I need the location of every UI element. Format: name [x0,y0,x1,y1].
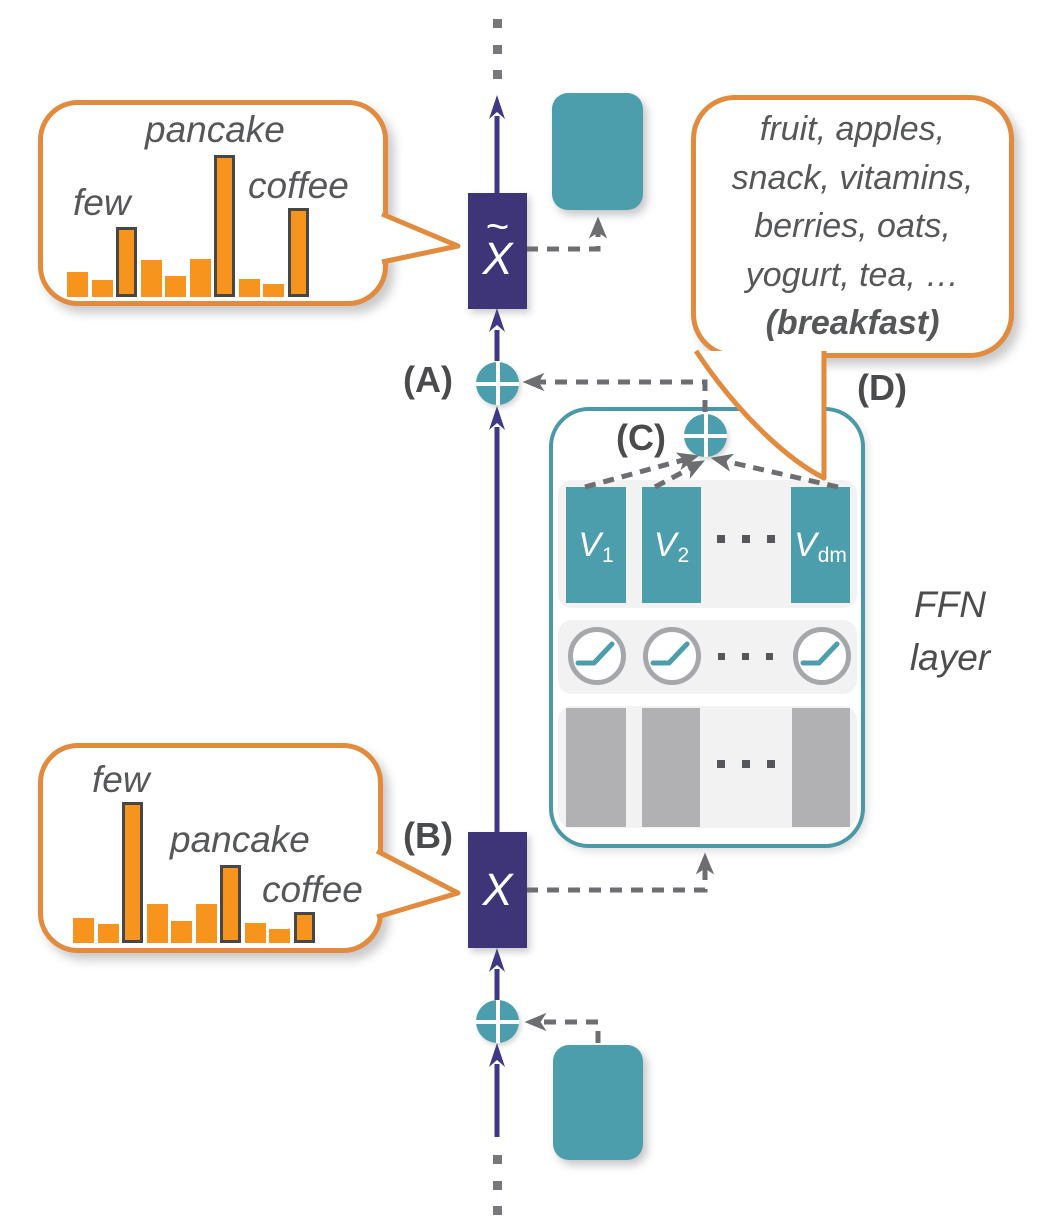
label-a: (A) [403,359,453,400]
x-tilde-box: ~ X [468,193,527,309]
ffn-words-text: fruit, apples, snack, vitamins, berries,… [696,100,1009,353]
bubble-tail-output [381,211,461,265]
speech-bubble-output-distribution: few pancake coffee [38,100,388,306]
ellipsis-dots [718,653,773,660]
bar [97,924,119,943]
v1-label: V [578,525,601,564]
dashed-connector-block-to-add [524,1012,601,1043]
dashed-connector-xtilde-to-block [526,216,608,252]
bar [165,276,186,297]
bar-chart-output [67,155,309,297]
bar-coffee [293,912,315,943]
bar-few [122,802,143,943]
speech-bubble-input-distribution: few pancake coffee [38,743,383,953]
word-label-few: few [73,182,131,223]
word-label-pancake: pancake [170,819,310,860]
activation-circle [643,627,701,685]
dashed-connector-x-to-ffn [526,852,715,893]
speech-bubble-ffn-words: fruit, apples, snack, vitamins, berries,… [691,95,1014,358]
bar-coffee [287,208,309,297]
x-box: X [468,832,527,948]
ffn-caption-line2: layer [909,637,991,678]
bar-pancake [220,865,241,943]
bar-pancake [214,155,235,297]
v2-label: V [653,525,677,564]
bar [67,272,88,297]
label-b: (B) [403,815,453,856]
ffn-words-line2: snack, vitamins, [731,158,974,197]
key-vector-column [566,708,626,827]
word-label-coffee: coffee [262,869,363,910]
activation-circle [568,627,626,685]
bar [269,929,290,943]
add-node-a [476,362,519,405]
ffn-words-line1: fruit, apples, [759,110,946,149]
ffn-layer-caption: FFN layer [870,578,1030,684]
ffn-caption-line1: FFN [914,584,986,625]
bar [195,904,217,943]
bar-chart-input [73,802,315,943]
teal-block-top [552,93,643,210]
bar [238,279,260,297]
bar [146,904,168,943]
stream-dots-top [493,19,502,79]
teal-block-bottom [553,1045,643,1160]
bubble-tail-input [375,848,461,920]
ellipsis-dots [717,535,775,543]
label-d: (D) [857,367,907,408]
stream-dots-bottom [493,1155,502,1215]
key-vector-column [792,708,850,827]
relu-icon [800,641,840,666]
ffn-words-concept: (breakfast) [765,304,940,343]
vdm-label: V [794,525,817,564]
add-node-c-ffn-sum [684,414,727,457]
bar [91,280,113,297]
add-node-residual-bottom [476,1000,519,1043]
ellipsis-dots [717,760,775,768]
bar [263,284,284,297]
bar [244,923,266,943]
relu-icon [650,641,690,666]
ffn-words-line3: berries, oats, [754,207,951,246]
bar [171,921,192,943]
activation-circle [793,627,851,685]
relu-icon [575,641,615,666]
x-symbol: X [482,864,513,915]
label-c: (C) [616,417,666,458]
word-label-few: few [92,759,150,800]
key-vector-column [642,708,700,827]
bar-few [116,227,137,297]
bar [73,918,94,943]
bar [189,259,211,297]
ffn-words-line4: yogurt, tea, … [745,255,960,294]
x-tilde-symbol: X [482,233,513,284]
word-label-pancake: pancake [145,109,285,150]
bar [140,260,162,297]
word-label-coffee: coffee [248,165,349,206]
